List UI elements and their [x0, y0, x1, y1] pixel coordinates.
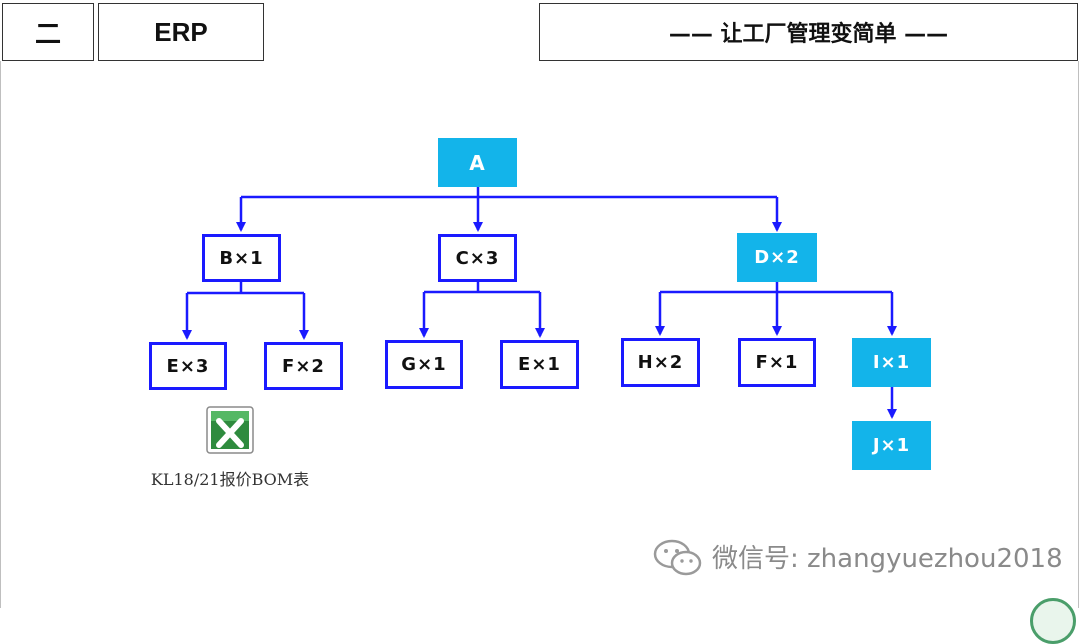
bom-connector-lines [182, 187, 897, 419]
excel-file-icon[interactable] [205, 405, 255, 455]
node-b: B×1 [202, 234, 281, 282]
attachment-filename[interactable]: KL18/21报价BOM表 [150, 470, 310, 489]
node-d-f: F×1 [738, 338, 816, 387]
node-d-i: I×1 [852, 338, 931, 387]
node-c: C×3 [438, 234, 517, 282]
wechat-icon [652, 538, 704, 582]
node-b-e: E×3 [149, 342, 227, 390]
corner-badge [1030, 598, 1076, 644]
node-c-g: G×1 [385, 340, 463, 389]
node-b-f: F×2 [264, 342, 343, 390]
section-number: 二 [2, 3, 94, 61]
watermark-text: 微信号: zhangyuezhou2018 [712, 544, 1063, 574]
node-a: A [438, 138, 517, 187]
node-i-j: J×1 [852, 421, 931, 470]
slogan-banner: —— 让工厂管理变简单 —— [539, 3, 1078, 61]
connector-d [660, 282, 892, 294]
section-title: ERP [98, 3, 264, 61]
node-d: D×2 [737, 233, 817, 282]
connector-c [424, 282, 540, 294]
frame-right-border [1078, 61, 1079, 608]
node-d-h: H×2 [621, 338, 700, 387]
node-c-e: E×1 [500, 340, 579, 389]
connector-b [187, 282, 304, 295]
frame-left-border [0, 61, 1, 608]
